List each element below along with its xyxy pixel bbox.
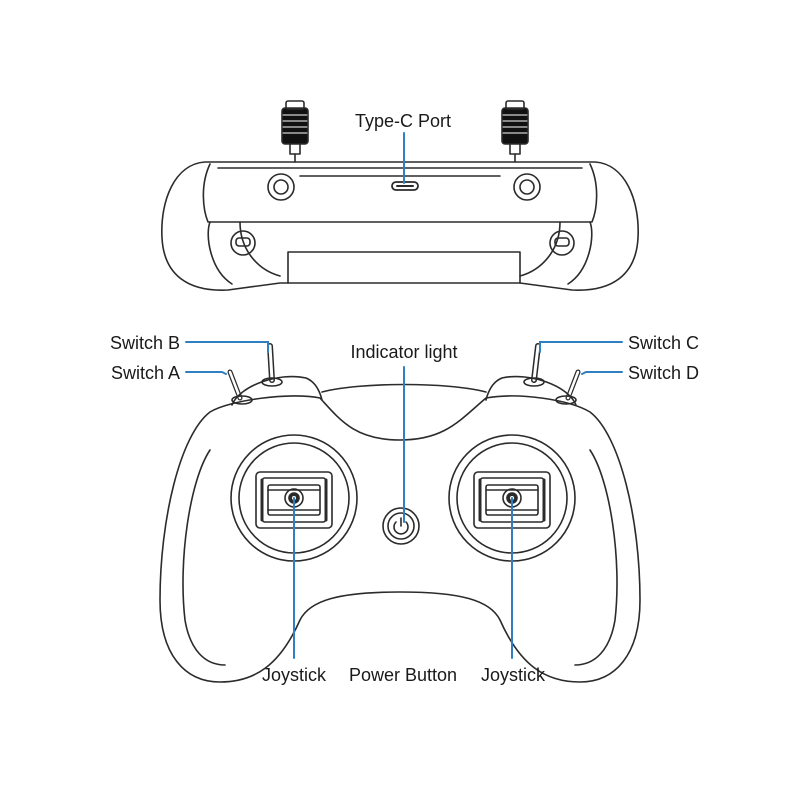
power-button <box>382 507 420 545</box>
leader-switch-b <box>185 341 269 353</box>
label-switch-b: Switch B <box>109 333 180 353</box>
right-antenna-knob <box>501 100 529 163</box>
leader-switch-a <box>185 371 227 375</box>
label-switch-c: Switch C <box>628 333 700 353</box>
label-power-button: Power Button <box>348 665 458 685</box>
left-antenna-knob <box>281 100 309 163</box>
leader-switch-d <box>581 371 623 375</box>
controller-front-view <box>159 343 641 683</box>
front-body-outline <box>159 395 641 683</box>
label-switch-a: Switch A <box>110 363 180 383</box>
label-type-c-port: Type-C Port <box>354 111 452 131</box>
label-joystick-right: Joystick <box>480 665 546 685</box>
switch-b-lever <box>261 343 283 387</box>
leader-switch-c <box>539 341 623 353</box>
leader-lines <box>185 132 623 659</box>
label-indicator-light: Indicator light <box>350 342 458 362</box>
controller-top-view <box>161 100 639 291</box>
label-switch-d: Switch D <box>628 363 700 383</box>
label-joystick-left: Joystick <box>261 665 327 685</box>
